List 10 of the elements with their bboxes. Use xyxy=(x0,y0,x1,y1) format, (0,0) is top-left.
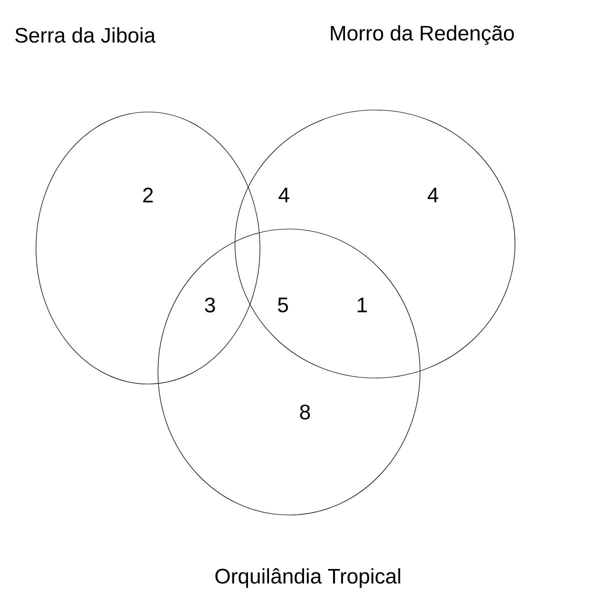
region-count: 3 xyxy=(204,298,215,312)
set-heading: Serra da Jiboia xyxy=(15,27,156,43)
set-heading: Orquilândia Tropical xyxy=(215,568,400,588)
region-count: 4 xyxy=(278,188,290,202)
region-count: 1 xyxy=(358,298,367,312)
region-count: 4 xyxy=(428,188,438,202)
region-count: 8 xyxy=(300,404,310,420)
region-count: 2 xyxy=(143,188,153,202)
region-count: 5 xyxy=(278,298,288,312)
set-heading: Morro da Redenção xyxy=(330,25,514,45)
